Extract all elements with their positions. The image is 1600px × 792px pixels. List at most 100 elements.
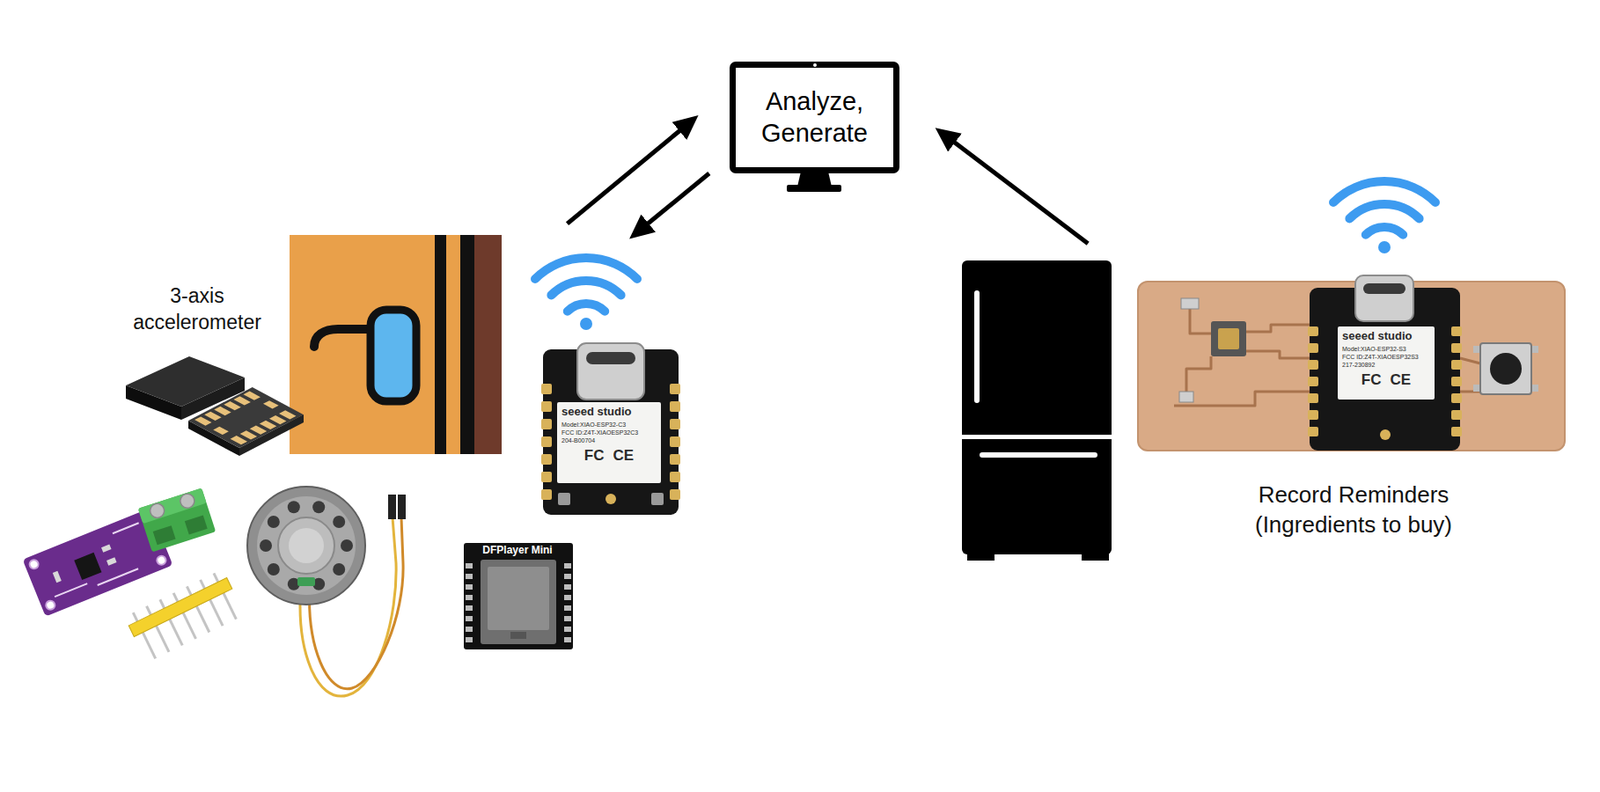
speaker	[332, 563, 345, 576]
mp3-player-board	[564, 563, 572, 569]
refrigerator	[974, 290, 980, 404]
label-sticker: seeed studioModel:XIAO-ESP32-C3FCC ID:Z4…	[557, 402, 661, 484]
screen-text: Analyze, Generate	[735, 86, 894, 149]
mp3-player-board	[487, 566, 550, 631]
board-artwork	[1451, 393, 1462, 404]
board-marking: Model:XIAO-ESP32-C3	[561, 420, 626, 429]
accelerometer-chip-underside	[204, 411, 221, 421]
microcontroller-board: seeed studioModel:XIAO-ESP32-S3FCC ID:Z4…	[1309, 287, 1461, 451]
pin-header	[128, 578, 233, 638]
speaker	[340, 539, 353, 552]
amplifier-board	[54, 583, 88, 597]
part-label: 3-axis accelerometer	[122, 282, 272, 336]
accelerometer-chip-underside	[243, 391, 261, 401]
marking-row: FCCE	[1342, 372, 1431, 389]
refrigerator	[961, 434, 1112, 440]
pcb-traces	[1246, 351, 1310, 359]
pcb-traces	[1489, 352, 1522, 385]
pcb-traces	[1181, 298, 1199, 309]
door-icon	[314, 329, 371, 347]
terminal-block	[153, 525, 177, 545]
accelerometer-chip-underside	[213, 406, 231, 416]
pcb-traces	[1531, 384, 1539, 392]
board-artwork	[1451, 326, 1462, 337]
pcb-traces	[1174, 391, 1310, 406]
board-artwork	[550, 280, 621, 295]
board-artwork	[651, 492, 664, 506]
board-artwork	[669, 383, 681, 395]
accelerometer-chip-underside	[188, 387, 304, 448]
speaker	[259, 539, 272, 552]
arrow-connector	[954, 142, 1088, 244]
board-artwork	[567, 303, 605, 312]
amplifier-board	[112, 522, 140, 534]
mp3-player-board	[510, 631, 527, 639]
board-silkscreen: DFPlayer Mini	[473, 543, 562, 557]
speaker	[247, 486, 366, 605]
board-artwork	[1451, 376, 1462, 387]
speaker	[247, 486, 406, 697]
board-artwork	[1307, 410, 1319, 420]
pcb-traces	[1211, 321, 1247, 357]
amplifier-board	[101, 544, 112, 553]
speaker	[388, 494, 397, 520]
door-icon	[474, 234, 502, 455]
board-artwork	[1307, 343, 1319, 353]
amplifier-board	[52, 571, 62, 583]
board-artwork	[669, 471, 681, 483]
amplifier-board	[155, 554, 168, 566]
pcb-traces	[1473, 345, 1481, 353]
accelerometer-chip-underside	[278, 410, 296, 419]
accelerometer-chip-underside	[263, 400, 279, 409]
label-sticker: seeed studioModel:XIAO-ESP32-S3FCC ID:Z4…	[1337, 326, 1435, 400]
board-marking: FC	[1361, 372, 1382, 389]
amplifier-board	[28, 558, 40, 571]
accelerometer-chip-underside	[194, 416, 212, 426]
door-icon	[370, 309, 417, 402]
door-icon	[434, 234, 447, 455]
terminal-block	[148, 501, 167, 520]
board-artwork	[1307, 376, 1319, 387]
board-artwork	[1307, 359, 1319, 370]
mp3-player-board	[564, 594, 572, 601]
mp3-player-board	[564, 605, 572, 611]
board-artwork	[1307, 326, 1319, 337]
board-artwork	[1363, 283, 1406, 294]
board-artwork	[1451, 410, 1462, 420]
wifi-icon	[1349, 204, 1419, 219]
microcontroller-board: seeed studioModel:XIAO-ESP32-C3FCC ID:Z4…	[533, 251, 680, 516]
mp3-player-board	[465, 563, 473, 569]
speaker	[267, 563, 280, 576]
board-marking: Model:XIAO-ESP32-S3	[1342, 344, 1407, 353]
board-artwork	[579, 317, 593, 331]
refrigerator	[961, 260, 1112, 561]
marking-row: FCCE	[561, 447, 657, 465]
accelerometer-chip-underside	[259, 420, 277, 430]
speaker	[312, 500, 325, 514]
wifi-icon	[1333, 181, 1436, 203]
board-artwork	[541, 418, 552, 430]
pcb-traces	[1460, 358, 1481, 364]
monitor-stand	[797, 171, 832, 187]
board-marking: 204-B00704	[561, 436, 595, 445]
mp3-player-board	[463, 543, 573, 650]
board-marking: 217-230892	[1342, 360, 1375, 369]
speaker	[297, 577, 316, 587]
mp3-player-board	[465, 573, 473, 580]
board-artwork	[577, 343, 645, 400]
accelerometer-chip-underside	[230, 435, 248, 445]
pcb-traces	[1246, 324, 1310, 332]
pcb-traces	[1480, 343, 1532, 395]
mp3-player-board	[564, 616, 572, 622]
accelerometer-chip-underside	[269, 415, 287, 425]
terminal-block	[178, 491, 197, 510]
pin-header	[124, 569, 245, 663]
board-artwork	[1307, 393, 1319, 404]
refrigerator	[979, 452, 1098, 458]
board-caption: Record Reminders (Ingredients to buy)	[1221, 480, 1486, 541]
monitor-stand	[786, 171, 842, 192]
mp3-player-board	[480, 559, 557, 645]
speaker	[287, 500, 301, 514]
monitor-screen: Analyze, Generate	[729, 61, 900, 174]
board-marking: FCC ID:Z4T-XIAOESP32C3	[561, 428, 639, 437]
